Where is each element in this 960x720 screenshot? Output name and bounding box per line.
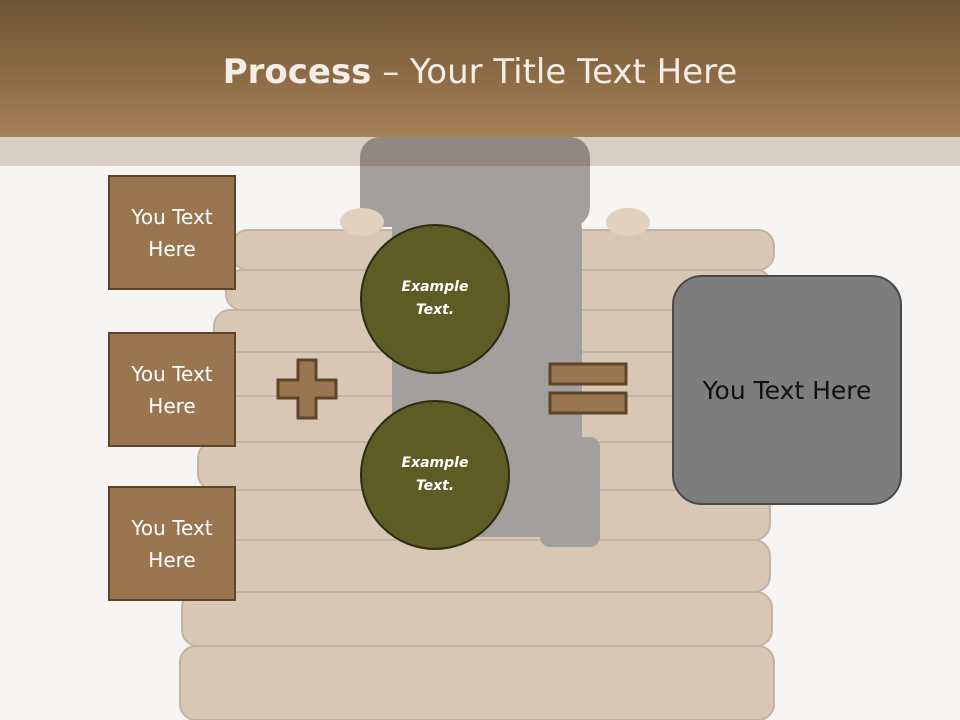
example-circle-1-label: Example Text. <box>401 279 469 318</box>
title-rest: – Your Title Text Here <box>371 52 738 92</box>
equals-icon <box>548 362 628 415</box>
example-circle-2[interactable]: Example Text. <box>360 400 510 550</box>
plus-icon <box>276 358 338 420</box>
title-underline-band <box>0 137 960 166</box>
example-circle-2-label: Example Text. <box>401 455 469 494</box>
result-box-label: You Text Here <box>702 375 872 405</box>
text-box-1-label: You Text Here <box>131 204 213 261</box>
text-box-1[interactable]: You Text Here <box>108 175 236 290</box>
slide-title[interactable]: Process – Your Title Text Here <box>0 52 960 92</box>
result-box[interactable]: You Text Here <box>672 275 902 505</box>
text-box-3[interactable]: You Text Here <box>108 486 236 601</box>
example-circle-1[interactable]: Example Text. <box>360 224 510 374</box>
title-bold-part: Process <box>222 52 372 92</box>
text-box-2[interactable]: You Text Here <box>108 332 236 447</box>
title-bar <box>0 0 960 137</box>
text-box-3-label: You Text Here <box>131 515 213 572</box>
text-box-2-label: You Text Here <box>131 361 213 418</box>
